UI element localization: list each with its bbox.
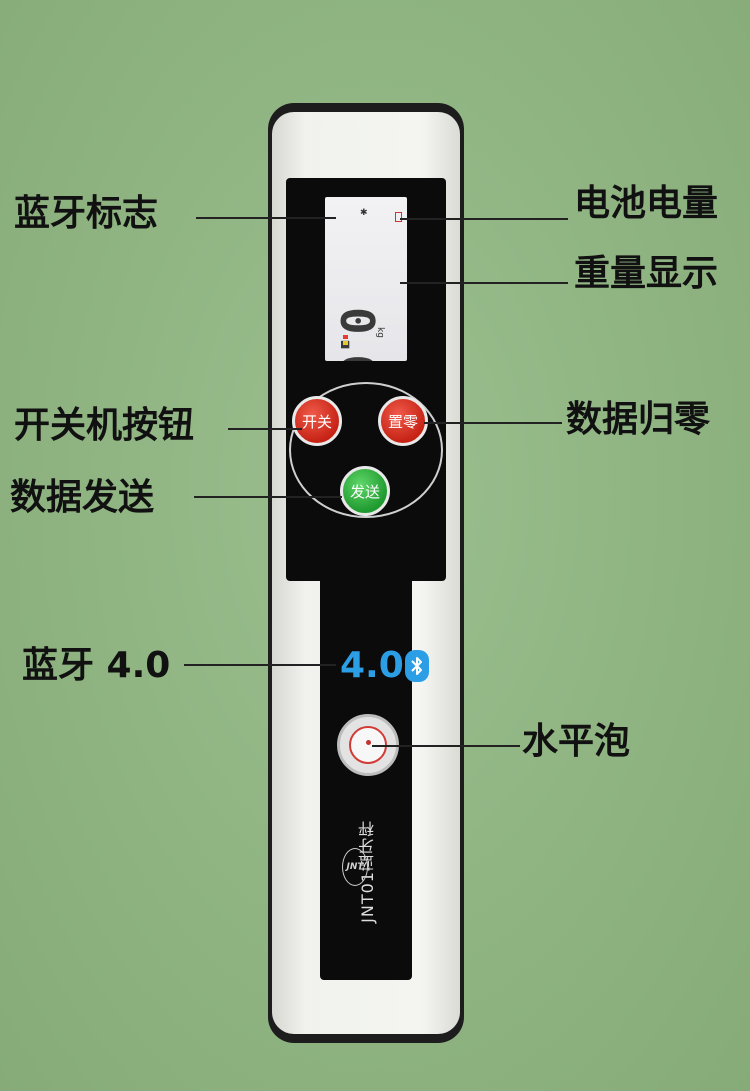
lcd-battery-icon (395, 212, 402, 222)
leader-battery-level (400, 218, 568, 220)
lcd-unit: kg (375, 327, 385, 338)
label-bluetooth-indicator: 蓝牙标志 (14, 193, 159, 234)
bluetooth-icon (404, 649, 429, 682)
lcd-indicator-yellow (343, 341, 348, 345)
leader-power-button (228, 428, 302, 430)
bluetooth-badge: 4.0 (340, 645, 429, 686)
lcd-indicator-red (343, 335, 348, 339)
leader-tare (424, 422, 562, 424)
brand-logo: JNT (342, 848, 368, 886)
leader-bluetooth-indicator (196, 217, 336, 219)
level-bubble-icon (366, 740, 371, 745)
leader-bluetooth-version (184, 664, 336, 666)
label-power-button: 开关机按钮 (14, 405, 195, 446)
label-bluetooth-version: 蓝牙 4.0 (22, 645, 171, 686)
label-send-data: 数据发送 (10, 477, 155, 518)
leader-send-data (194, 496, 342, 498)
label-battery-level: 电池电量 (574, 183, 719, 224)
button-ring (289, 382, 443, 518)
leader-weight-display (400, 282, 568, 284)
bluetooth-version: 4.0 (340, 645, 404, 686)
tare-button[interactable]: 置零 (378, 396, 428, 446)
power-button[interactable]: 开关 (292, 396, 342, 446)
lcd-bluetooth-icon: ✱ (360, 208, 368, 218)
label-spirit-level: 水平泡 (522, 721, 631, 762)
leader-spirit-level (372, 745, 520, 747)
label-tare: 数据归零 (566, 399, 711, 440)
label-weight-display: 重量显示 (574, 253, 719, 294)
send-button[interactable]: 发送 (340, 466, 390, 516)
lcd-screen: ✱ 0.000 kg (325, 197, 407, 361)
